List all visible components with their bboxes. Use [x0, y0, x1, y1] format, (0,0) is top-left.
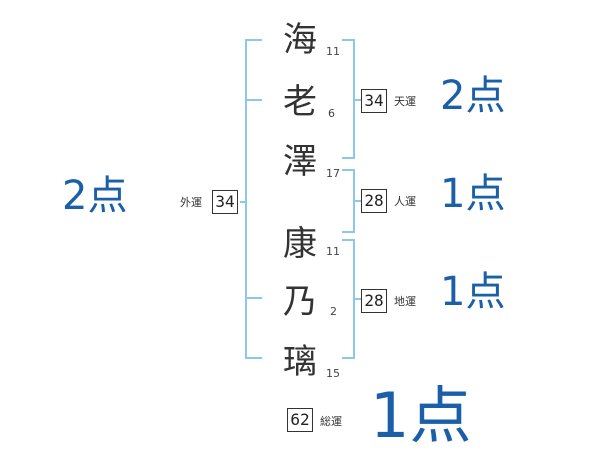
stroke-count-5: 2: [330, 305, 337, 318]
jin-label: 人運: [394, 195, 416, 208]
so-value-box: 62: [287, 408, 313, 432]
so-label: 総運: [320, 415, 342, 428]
name-char-6: 璃: [283, 342, 317, 382]
gai-value-box: 34: [212, 190, 238, 214]
outer-bracket: [245, 39, 262, 359]
name-char-2: 老: [283, 82, 317, 122]
jin-value-box: 28: [361, 189, 387, 213]
gai-score: 2点: [62, 173, 128, 219]
chi-value-box: 28: [361, 289, 387, 313]
name-char-3: 澤: [283, 142, 317, 182]
stroke-count-3: 17: [326, 167, 340, 180]
ten-bracket: [342, 39, 355, 159]
stroke-count-2: 6: [328, 107, 335, 120]
chi-label: 地運: [394, 295, 416, 308]
stroke-count-1: 11: [326, 45, 340, 58]
jin-score: 1点: [440, 171, 506, 217]
name-char-1: 海: [283, 20, 317, 60]
gai-label: 外運: [180, 196, 202, 209]
chi-bracket: [342, 239, 355, 359]
ten-label: 天運: [394, 95, 416, 108]
ten-value-box: 34: [361, 89, 387, 113]
name-char-5: 乃: [283, 282, 317, 322]
jin-bracket: [342, 169, 355, 233]
stroke-count-6: 15: [326, 367, 340, 380]
so-score: 1点: [370, 379, 472, 452]
stroke-count-4: 11: [326, 245, 340, 258]
ten-score: 2点: [440, 73, 506, 119]
chi-score: 1点: [440, 269, 506, 315]
name-char-4: 康: [283, 224, 317, 264]
